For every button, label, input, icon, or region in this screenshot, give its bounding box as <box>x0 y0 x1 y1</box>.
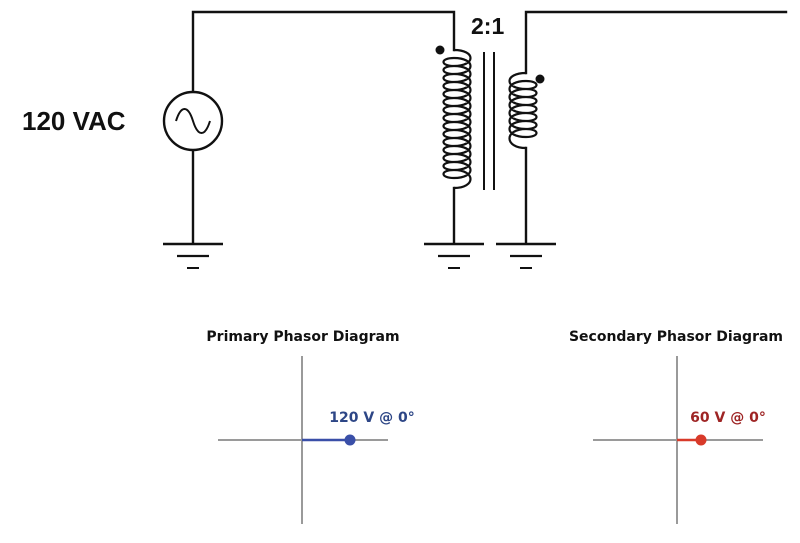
primary-coil <box>435 45 472 190</box>
secondary-polarity-dot <box>535 74 545 84</box>
primary-phasor-tip <box>344 434 356 446</box>
circuit-wires <box>191 10 788 245</box>
primary-phasor-diagram: Primary Phasor Diagram 120 V @ 0° <box>206 329 415 524</box>
secondary-phasor-title: Secondary Phasor Diagram <box>569 329 783 345</box>
ac-source-icon <box>162 90 224 152</box>
secondary-phasor-tip <box>695 434 707 446</box>
secondary-coil <box>508 71 545 150</box>
secondary-coil-loops <box>508 71 538 150</box>
primary-coil-loops <box>442 48 472 190</box>
primary-phasor-label: 120 V @ 0° <box>329 410 414 426</box>
source-voltage-label: 120 VAC <box>22 106 126 136</box>
transformer-core <box>483 52 495 190</box>
primary-phasor-title: Primary Phasor Diagram <box>206 329 399 345</box>
ground-icon-secondary <box>496 242 556 269</box>
primary-polarity-dot <box>435 45 445 55</box>
secondary-phasor-diagram: Secondary Phasor Diagram 60 V @ 0° <box>569 329 783 524</box>
ground-icon-primary <box>424 242 484 269</box>
turns-ratio-label: 2:1 <box>471 13 504 39</box>
secondary-top-wire <box>524 10 788 75</box>
primary-top-wire <box>191 10 456 94</box>
secondary-phasor-label: 60 V @ 0° <box>690 410 766 426</box>
ground-icon-source <box>163 242 223 269</box>
